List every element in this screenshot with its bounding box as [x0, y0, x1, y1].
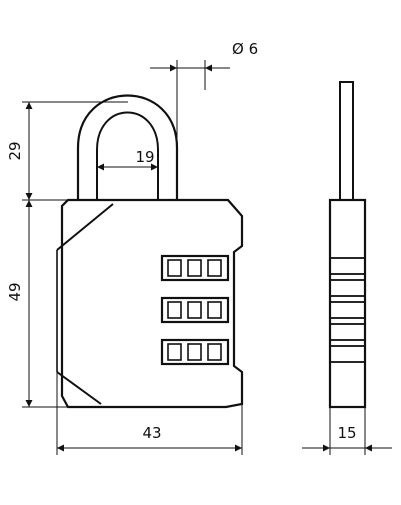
front-shackle [76, 94, 179, 200]
dim-shackle-width: 19 [97, 148, 158, 171]
dim-label-shackle-width: 19 [135, 148, 154, 166]
dim-label-body-thickness: 15 [337, 424, 356, 442]
dim-label-shackle-diameter: Ø 6 [232, 40, 258, 58]
side-body [328, 198, 367, 409]
side-view-lock [328, 81, 367, 409]
combination-wheel-1 [160, 254, 230, 282]
dim-shackle-height: 29 [6, 101, 128, 201]
dim-label-body-height: 49 [6, 282, 24, 301]
side-shackle [339, 81, 354, 201]
dim-body-thickness: 15 [302, 407, 392, 455]
combination-wheel-3 [160, 338, 230, 366]
dim-body-width: 43 [56, 372, 243, 455]
front-lock-body [56, 198, 244, 409]
side-wheels [329, 257, 366, 363]
dim-shackle-diameter: Ø 6 [150, 40, 258, 148]
dim-label-shackle-height: 29 [6, 141, 24, 160]
dim-body-height: 49 [6, 200, 68, 408]
dim-label-body-width: 43 [142, 424, 161, 442]
combination-wheel-2 [160, 296, 230, 324]
